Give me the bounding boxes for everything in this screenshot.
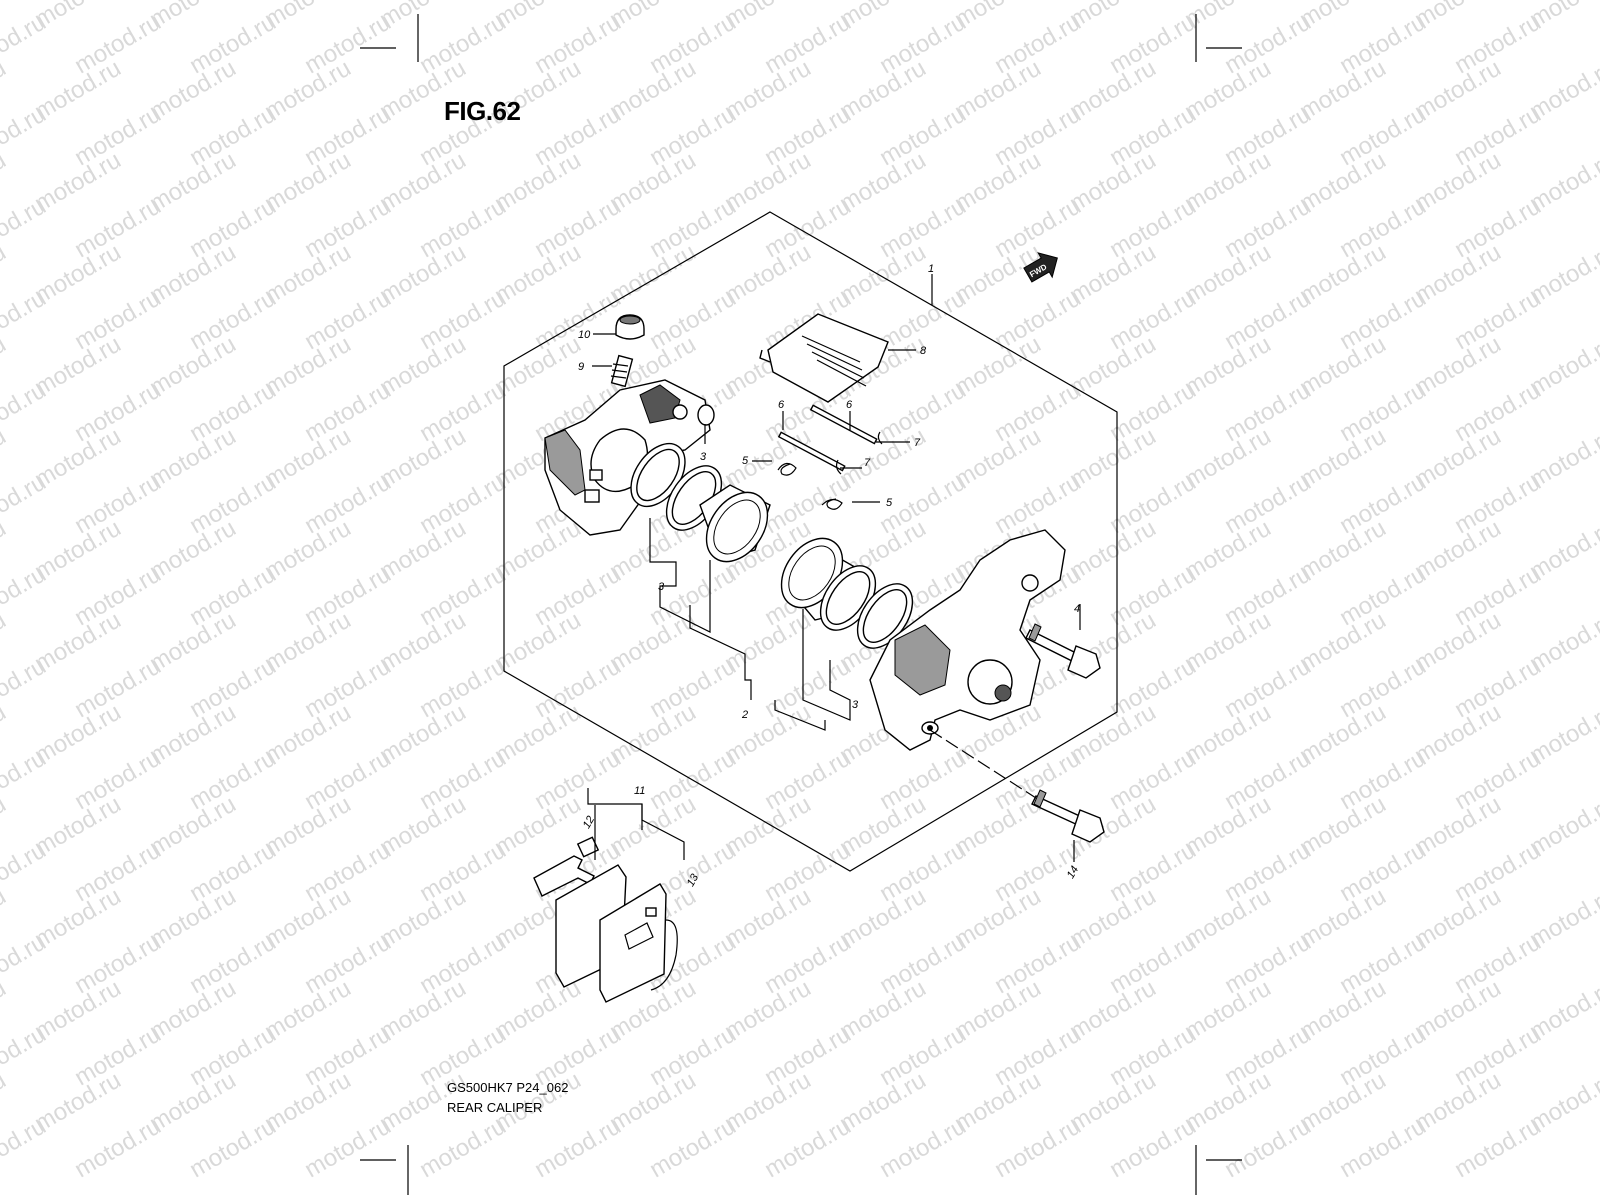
o-ring-small [697,404,715,426]
callout-5-bottom: 5 [886,497,893,509]
caliper-bolt-4 [1025,623,1101,679]
bleeder-valve [610,354,634,388]
callout-3-top: 3 [700,451,707,463]
crop-marks [360,14,1242,1195]
model-code: GS500HK7 P24_062 [447,1080,569,1095]
callout-6-left: 6 [778,399,785,411]
callout-11: 11 [634,785,645,797]
callout-9: 9 [578,361,584,373]
callout-4: 4 [1074,603,1080,615]
pin-clips [835,431,883,475]
callout-3-right: 3 [852,699,859,711]
clip-springs [777,462,843,510]
brake-pads [533,836,678,1003]
callout-12: 12 [581,814,598,831]
callout-labels: 1 8 10 9 3 6 6 7 7 5 5 3 4 2 3 11 12 13 … [578,263,1081,889]
bleeder-cap [615,314,645,340]
callout-8: 8 [920,345,927,357]
callout-2: 2 [741,709,748,721]
leader-lines [587,274,1081,862]
callout-10: 10 [578,329,591,341]
callout-7-bottom: 7 [864,457,871,469]
piston-left [699,484,771,563]
forward-arrow-icon: FWD [1023,252,1058,283]
pad-spring [759,313,889,403]
callout-3-left: 3 [658,581,665,593]
caliper-right-half [869,529,1066,751]
callout-5-top: 5 [742,455,749,467]
callout-14: 14 [1065,864,1082,881]
figure-title: FIG.62 [444,96,521,126]
callout-1: 1 [928,263,934,275]
callout-13: 13 [685,871,702,888]
piston-right [780,537,914,649]
assembly-outline [503,211,1118,872]
caliper-bolt-14 [1031,789,1105,843]
section-name: REAR CALIPER [447,1100,543,1115]
pad-pins [777,404,878,472]
callout-6-right: 6 [846,399,853,411]
callout-7-top: 7 [914,437,921,449]
